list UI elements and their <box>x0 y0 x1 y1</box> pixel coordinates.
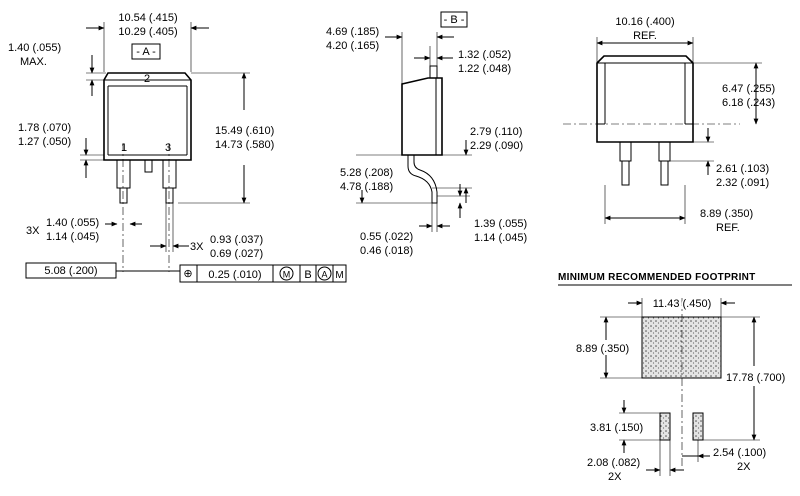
lead-width-max: 1.40 (.055) <box>46 217 99 229</box>
small-pad-pitch-count: 2X <box>737 461 751 473</box>
pin3-label: 3 <box>165 142 171 154</box>
side-tab <box>429 65 438 79</box>
pin-zone-min: 1.27 (.050) <box>18 136 71 148</box>
large-pad <box>641 316 722 379</box>
fcf-tolerance: 0.25 (.010) <box>208 269 261 281</box>
back-lead-h-max: 2.61 (.103) <box>716 163 769 175</box>
side-lead <box>407 155 438 204</box>
front-width-min: 10.29 (.405) <box>118 26 177 38</box>
lead-width-min: 1.14 (.045) <box>46 231 99 243</box>
side-lead-len-max: 2.79 (.110) <box>470 126 522 138</box>
side-view: - B - 4.69 (.185) 4.20 (.165) 1.32 (.052… <box>326 11 527 257</box>
small-pad-1 <box>659 412 671 441</box>
pad-height: 8.89 (.350) <box>576 343 629 355</box>
pin2-label: 2 <box>144 73 150 85</box>
back-width-ref: 10.16 (.400) <box>615 16 674 28</box>
datum-b: - B - <box>444 14 465 26</box>
front-height-max: 15.49 (.610) <box>215 125 274 137</box>
side-lead-t-min: 0.46 (.018) <box>360 245 413 257</box>
lead-2-stub <box>144 159 153 173</box>
back-lead-span-label: REF. <box>716 222 740 234</box>
lead-thickness-max: 0.93 (.037) <box>210 234 263 246</box>
back-lead-1 <box>619 141 632 162</box>
small-pad-pitch: 2.54 (.100) <box>713 447 766 459</box>
front-view: 2 1 3 10.54 (.415) 10.29 (.405) - A - 1.… <box>8 12 347 283</box>
datum-a-box <box>131 43 161 60</box>
datum-b-box <box>440 11 468 28</box>
front-height-min: 14.73 (.580) <box>215 139 274 151</box>
lead-width-count: 3X <box>26 225 40 237</box>
side-package-body <box>401 77 443 156</box>
datum-a: - A - <box>136 46 156 58</box>
front-width-max: 10.54 (.415) <box>118 12 177 24</box>
pad-width: 11.43 (.450) <box>653 298 712 310</box>
back-lead-span: 8.89 (.350) <box>700 208 753 220</box>
side-tab-min: 1.22 (.048) <box>458 63 511 75</box>
side-lead-len-min: 2.29 (.090) <box>470 140 523 152</box>
feature-control-frame: ⊕ 0.25 (.010) M B A M <box>179 264 347 283</box>
fcf-modifier-2: M <box>335 270 343 281</box>
back-view: 10.16 (.400) REF. 6.47 (.255) 6.18 (.243… <box>563 16 775 234</box>
side-foot-min: 1.14 (.045) <box>474 232 527 244</box>
side-depth-max: 4.69 (.185) <box>326 26 379 38</box>
small-pad-2 <box>692 412 704 441</box>
back-tab-h-max: 6.47 (.255) <box>722 83 775 95</box>
total-height: 17.78 (.700) <box>726 372 785 384</box>
small-pad-width-count: 2X <box>608 471 622 483</box>
side-lead-t-max: 0.55 (.022) <box>360 231 413 243</box>
side-depth-min: 4.20 (.165) <box>326 40 379 52</box>
pin-zone-max: 1.78 (.070) <box>18 122 71 134</box>
tab-thickness-max: 1.40 (.055) <box>8 42 61 54</box>
lead-thickness-count: 3X <box>190 241 204 253</box>
side-foot-max: 1.39 (.055) <box>474 218 527 230</box>
fcf-datum-a: A <box>321 270 327 280</box>
back-lead-h-min: 2.32 (.091) <box>716 177 769 189</box>
back-width-ref-label: REF. <box>633 30 657 42</box>
lead-1 <box>116 159 131 189</box>
small-pad-width: 2.08 (.082) <box>587 457 640 469</box>
pin1-label: 1 <box>121 142 127 154</box>
back-tab-h-min: 6.18 (.243) <box>722 97 775 109</box>
footprint-section: MINIMUM RECOMMENDED FOOTPRINT 11.43 (.45… <box>558 272 792 483</box>
side-standoff-max: 5.28 (.208) <box>340 167 393 179</box>
tab-thickness-note: MAX. <box>20 56 47 68</box>
back-package-body <box>596 55 694 143</box>
position-symbol: ⊕ <box>183 268 192 280</box>
footprint-title: MINIMUM RECOMMENDED FOOTPRINT <box>558 272 756 283</box>
side-tab-max: 1.32 (.052) <box>458 49 511 61</box>
side-standoff-min: 4.78 (.188) <box>340 181 393 193</box>
lead-pitch: 5.08 (.200) <box>44 265 97 277</box>
fcf-modifier-1: M <box>283 270 291 280</box>
lead-thickness-min: 0.69 (.027) <box>210 248 263 260</box>
fcf-datum-b: B <box>304 269 311 281</box>
small-pad-height: 3.81 (.150) <box>590 422 643 434</box>
back-lead-3 <box>658 141 671 162</box>
lead-3 <box>162 159 177 189</box>
